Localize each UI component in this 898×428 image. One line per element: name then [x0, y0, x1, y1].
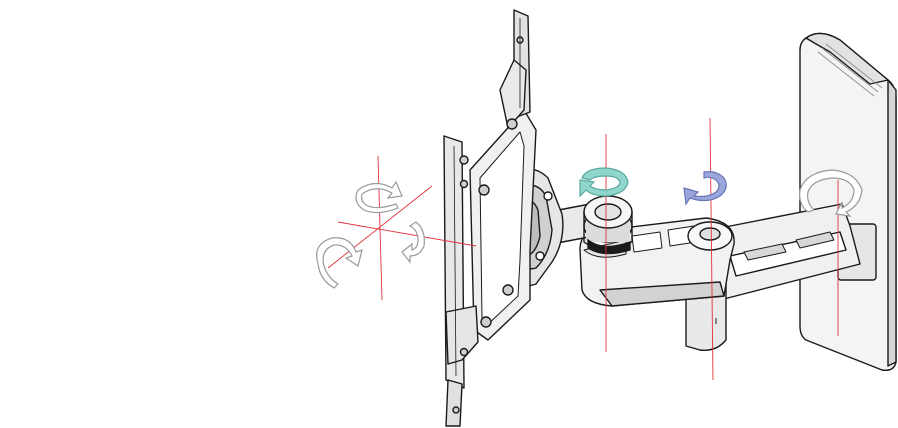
vertical-tilt-axis: [377, 155, 383, 301]
wall-plate: [799, 32, 897, 372]
swivel-arrow-icon: [579, 167, 629, 198]
front-arm: [579, 217, 735, 307]
rotate-arrow-icon: [316, 237, 363, 289]
horizontal-tilt-axis: [337, 221, 477, 247]
diagonal-rotation-axis: [327, 185, 433, 269]
vesa-plate: [443, 9, 537, 427]
swivel-arrow-icon: [799, 169, 863, 217]
middle-pivot-axis: [709, 117, 714, 381]
swivel-arrow-icon: [683, 171, 727, 206]
tilt-arrow-icon: [401, 221, 425, 264]
tilt-arrow-icon: [355, 180, 403, 214]
